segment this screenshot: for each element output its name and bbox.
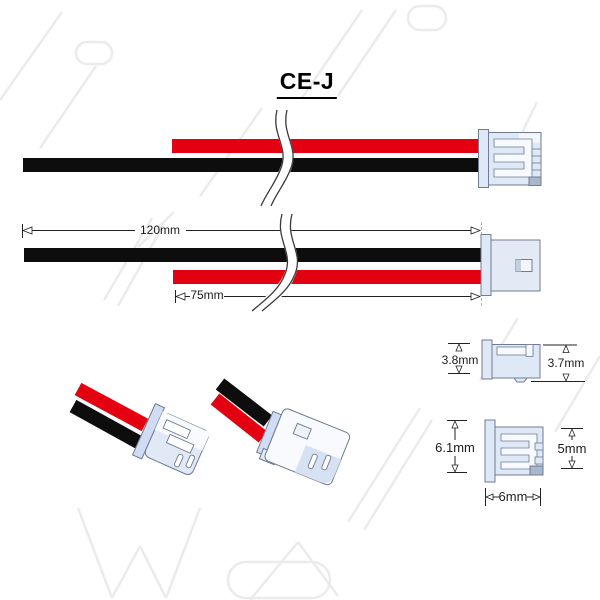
dimension-line (531, 344, 585, 382)
dimension-arrowhead (455, 365, 463, 375)
break-mask (260, 108, 294, 209)
black-wire (23, 158, 481, 172)
profile-view-top (481, 339, 541, 383)
iso-view-plug-back (210, 378, 351, 486)
connector-notch (531, 148, 542, 157)
dimension-arrowhead (470, 226, 482, 235)
wire-assembly-side-a (23, 108, 542, 209)
black-wire (215, 378, 273, 427)
terminal-prong (165, 433, 195, 454)
connector-latch (292, 422, 312, 440)
dimension-label-overall-length: 120mm (139, 223, 181, 237)
watermark-pill (74, 40, 114, 66)
dimension-label-housing-width: 6mm (498, 489, 528, 504)
connector-notch (534, 442, 544, 451)
connector-latch-shade (516, 259, 521, 272)
dimension-label-housing-top-depth: 3.7mm (547, 356, 585, 370)
contact-slot (321, 454, 332, 471)
dimension-120mm (21, 222, 482, 240)
wire-break-symbol (251, 212, 299, 316)
connector-base-shadow (528, 176, 542, 186)
dimension-arrowhead (451, 464, 459, 474)
dimension-arrowhead (562, 344, 570, 353)
connector-side-face (294, 445, 342, 484)
dimension-arrowhead (532, 493, 542, 501)
watermark-pill (406, 4, 448, 32)
dimension-6mm (484, 488, 542, 506)
dimension-label-housing-inner-height: 5mm (557, 441, 587, 456)
dimension-arrowhead (451, 419, 459, 429)
red-wire (74, 382, 149, 432)
connector-side-view-terminals (478, 129, 542, 188)
dimension-arrowhead (21, 226, 33, 235)
dimension-arrowhead (568, 460, 576, 470)
dimension-arrowhead (568, 427, 576, 437)
connector-base-shadow (529, 465, 544, 476)
connector-terminal-channel (493, 138, 533, 178)
dimension-label-housing-top-height: 3.8mm (441, 353, 479, 367)
terminal-prong (162, 419, 192, 440)
profile-view-front (484, 419, 544, 483)
dimension-arrowhead (470, 292, 482, 301)
break-curves (260, 109, 294, 207)
connector-top-highlight (519, 133, 540, 143)
break-mask (253, 212, 298, 316)
connector-flange (478, 129, 489, 188)
bottom-boss (513, 377, 528, 383)
connector-flange (480, 234, 492, 296)
black-wire (69, 399, 144, 450)
watermark-pill (226, 560, 332, 600)
contact-slot (185, 454, 196, 469)
iso-view-plug-front (69, 382, 211, 476)
dimension-arrowhead (174, 292, 186, 301)
dimension-arrowhead (455, 342, 463, 352)
dimension-label-housing-front-height: 6.1mm (435, 440, 475, 455)
dimension-line (22, 224, 472, 238)
red-wire (172, 139, 481, 153)
dimension-3.8mm (448, 342, 470, 375)
dimension-arrowhead (562, 373, 570, 383)
connector-notch (531, 162, 542, 171)
wire-assembly-top-b (24, 212, 541, 316)
connector-flange (484, 419, 496, 483)
connector-flange (481, 339, 493, 380)
dimension-6.1mm (447, 419, 467, 474)
top-notch (525, 344, 534, 357)
contact-slot (307, 453, 318, 470)
page-title: CE-J (276, 68, 338, 99)
connector-terminal-channel (500, 433, 538, 470)
black-wire (24, 248, 482, 262)
contact-slot (173, 453, 184, 468)
break-curves (251, 213, 299, 312)
dimension-label-red-wire-length: 75mm (190, 288, 224, 302)
dimension-5mm (561, 427, 583, 470)
wire-break-symbol (260, 108, 294, 209)
dimension-3.7mm (531, 344, 585, 383)
dimension-line (447, 420, 467, 473)
red-wire (210, 393, 268, 443)
connector-top-view (480, 234, 541, 296)
connector-notch (534, 456, 544, 465)
red-wire (173, 270, 482, 284)
dimension-arrowhead (484, 493, 494, 501)
